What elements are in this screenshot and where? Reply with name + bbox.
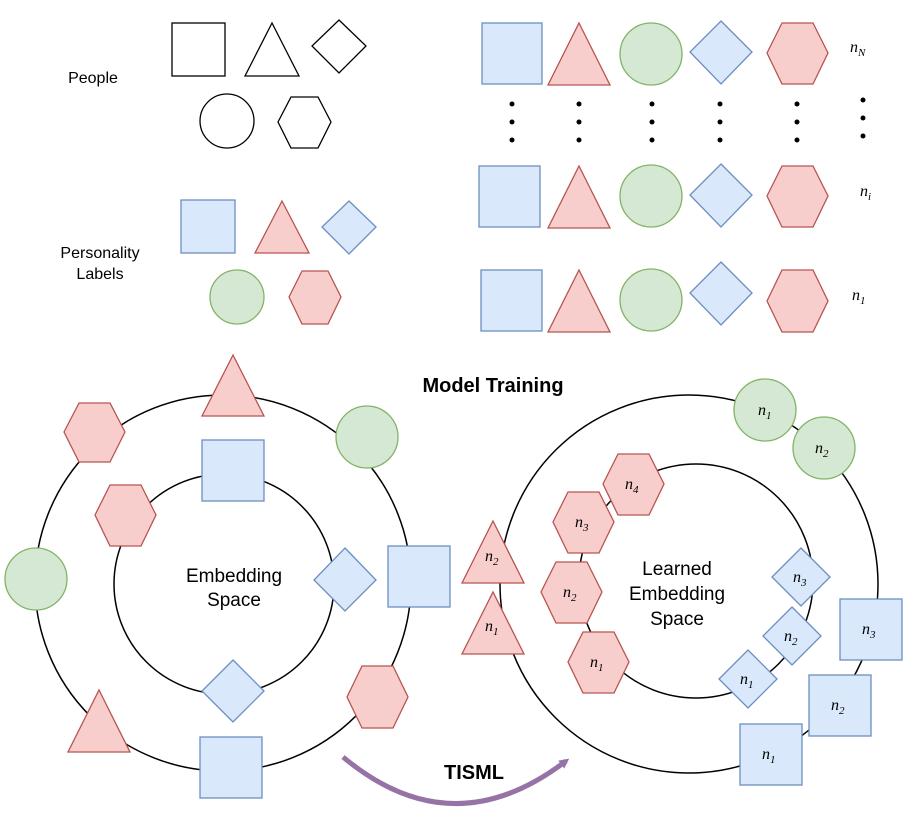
embedding-triangle-top-icon [200,353,266,417]
personality-diamond-icon [321,200,377,255]
embedding-diamond-right-icon [313,547,377,612]
people-diamond-icon [311,19,367,74]
learned-square-n1-label: n1 [762,746,776,766]
embedding-hexagon-outer-icon [63,402,126,463]
learned-shape-labels: n1 n2 n2 n1 n4 n3 n2 n1 n3 n2 n1 n3 n2 n… [485,402,876,766]
learned-hexagon-n2-icon [540,561,603,624]
learned-embedding-space: n1 n2 n2 n1 n4 n3 n2 n1 n3 n2 n1 n3 n2 n… [460,378,903,786]
learned-circle-n1-label: n1 [758,402,772,422]
row-nN-diamond-icon [689,20,753,85]
learned-hexagon-n3-label: n3 [575,514,589,534]
row-ni [478,163,829,229]
row-n1 [480,261,829,333]
learned-diamond-n2-label: n2 [784,628,798,648]
row-ni-hexagon-icon [766,165,829,228]
learned-hexagon-n2-label: n2 [563,584,577,604]
row-ni-circle-icon [619,164,683,228]
learned-outer-ring [499,394,879,774]
learned-triangle-n1-icon [460,590,526,655]
learned-hexagon-n4-label: n4 [625,476,639,496]
row-n1-diamond-icon [689,261,753,326]
learned-label-line1: Learned [642,559,712,580]
embedding-circle-top-icon [335,405,399,469]
learned-circle-n1-icon [733,378,797,442]
personality-label-line2: Labels [76,266,123,283]
learned-diamond-n3-icon [771,547,831,607]
embedding-label-line2: Space [207,590,261,611]
people-square-icon [171,22,226,77]
learned-square-n2-label: n2 [831,697,845,717]
embedding-space: Embedding Space [4,353,451,799]
personality-triangle-icon [253,199,311,254]
personality-circle-icon [209,269,265,325]
learned-diamond-n1-label: n1 [740,671,754,691]
people-shapes [171,19,367,149]
row-n1-triangle-icon [546,268,612,333]
embedding-label-line1: Embedding [186,566,282,587]
embedding-diamond-bottom-icon [201,659,265,723]
row-nN-hexagon-icon [766,22,829,85]
personality-shapes [180,199,377,325]
learned-triangle-n2-icon [460,519,526,584]
row-nN-circle-icon [619,22,683,86]
row-nN-square-icon [481,22,543,85]
tisml-label: TISML [444,762,504,784]
row-nN-triangle-icon [546,21,612,86]
row-nN [481,20,829,86]
row-n1-label: n1 [852,287,866,307]
model-training-title: Model Training [422,375,563,397]
row-ni-triangle-icon [546,164,612,229]
learned-hexagon-n3-icon [552,491,615,554]
learned-triangle-n2-label: n2 [485,548,499,568]
learned-hexagon-n1-label: n1 [590,654,604,674]
people-label: People [68,70,118,87]
people-triangle-icon [243,21,301,77]
embedding-triangle-bottom-icon [66,688,132,753]
row-n1-hexagon-icon [766,269,829,333]
learned-square-n3-icon [839,598,903,661]
row-nN-label: nN [850,39,866,59]
row-ni-diamond-icon [689,163,753,228]
learned-diamond-n1-icon [718,649,778,709]
people-circle-icon [199,93,255,149]
row-ni-label: ni [860,183,871,203]
embedding-square-inner-icon [201,439,265,502]
people-hexagon-icon [277,96,332,149]
learned-circle-n2-label: n2 [815,440,829,460]
row-ni-square-icon [478,165,541,228]
personality-hexagon-icon [288,270,342,325]
embedding-square-right-icon [387,545,451,608]
learned-label-line2: Embedding [629,584,725,605]
row-n1-circle-icon [619,268,683,332]
learned-square-n2-icon [808,674,872,737]
learned-square-n3-label: n3 [862,621,876,641]
embedding-hexagon-bottom-icon [346,665,409,729]
personality-label-line1: Personality [60,245,139,262]
personality-square-icon [180,199,236,254]
learned-square-n1-icon [739,723,803,786]
learned-hexagon-n1-icon [567,631,630,694]
learned-diamond-n2-icon [762,606,822,666]
learned-label-line3: Space [650,609,704,630]
learned-circle-n2-icon [792,416,856,480]
learned-hexagon-n4-icon [602,453,665,516]
embedding-square-bottom-icon [199,736,263,799]
tisml-arrow [341,755,570,806]
learned-diamond-n3-label: n3 [793,569,807,589]
learned-triangle-n1-label: n1 [485,618,499,638]
embedding-hexagon-inner-icon [94,484,157,547]
row-n1-square-icon [480,269,543,332]
row-ellipsis [509,97,866,143]
embedding-circle-left-icon [4,547,68,611]
